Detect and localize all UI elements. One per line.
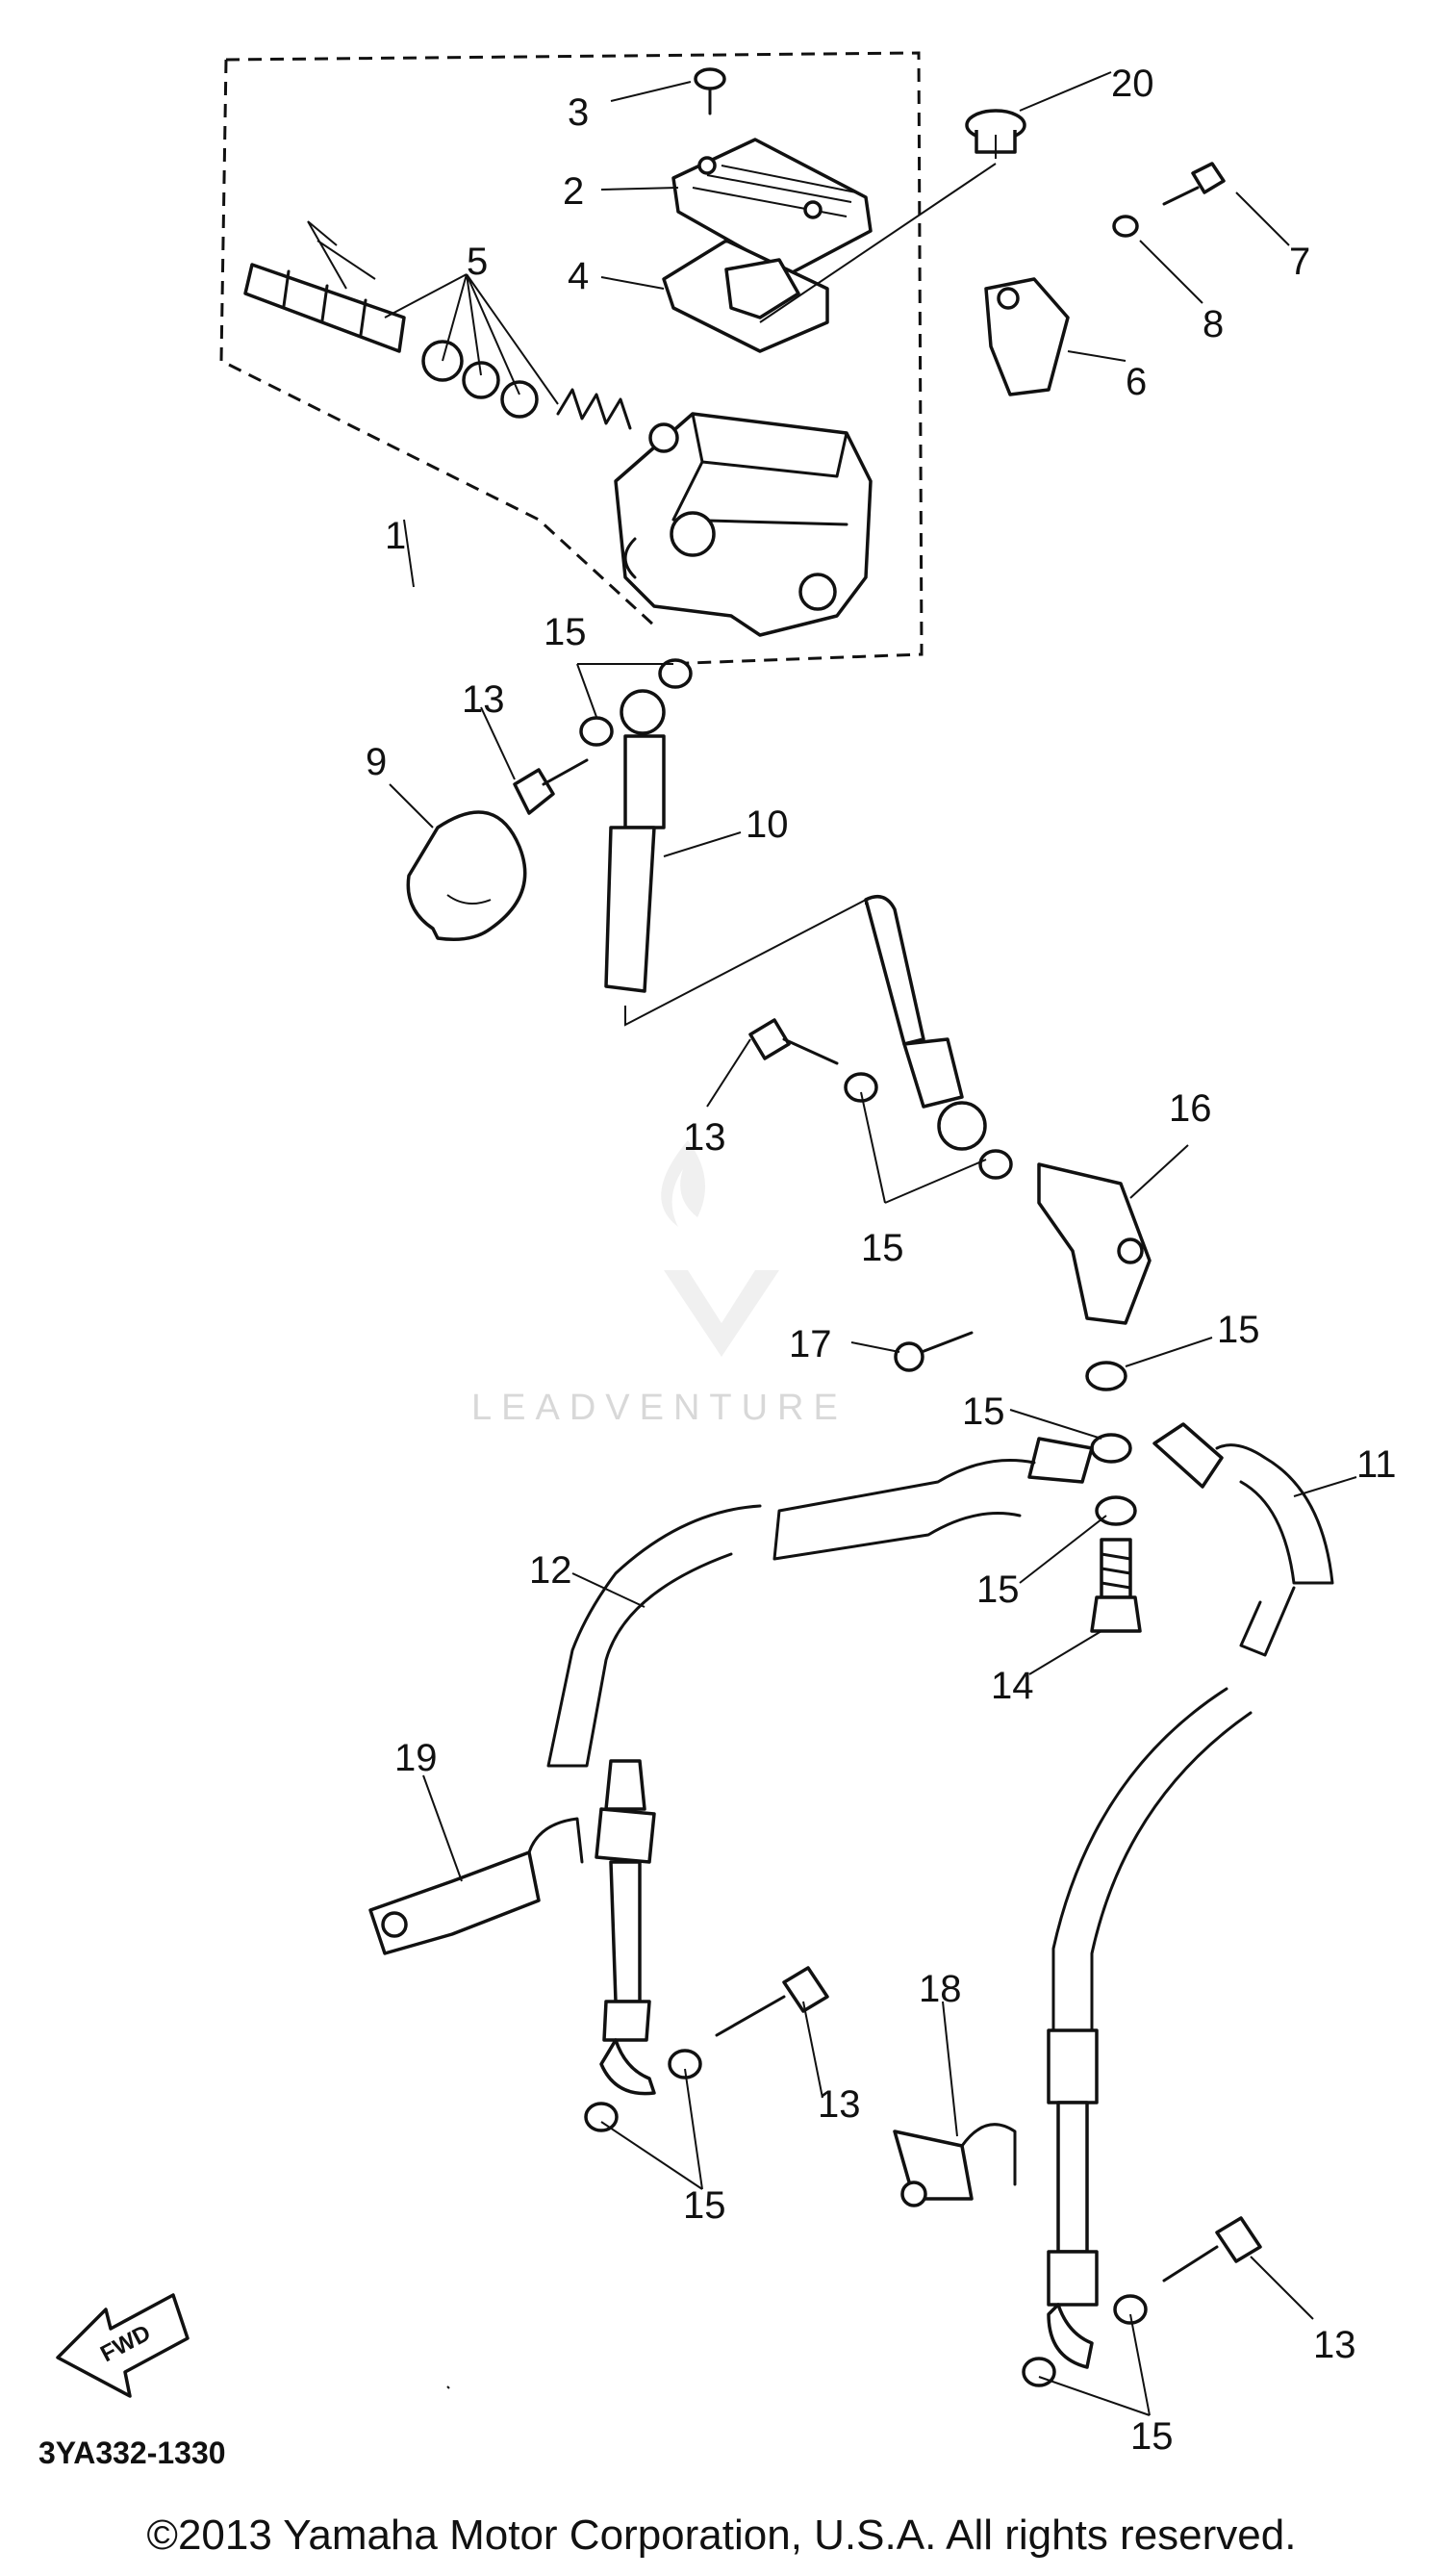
callout-6: 6 bbox=[1126, 361, 1147, 403]
callout-15-f: 15 bbox=[683, 2184, 726, 2227]
callout-14: 14 bbox=[991, 1665, 1034, 1707]
callout-7: 7 bbox=[1289, 241, 1310, 283]
lever-holder bbox=[984, 277, 1070, 396]
diagram-code: 3YA332-1330 bbox=[38, 2436, 226, 2470]
banjo-bolt-mid bbox=[748, 1018, 839, 1065]
callout-18: 18 bbox=[919, 1968, 962, 2010]
union-bolt bbox=[1090, 1538, 1142, 1633]
callout-10: 10 bbox=[746, 803, 789, 846]
master-cylinder-body bbox=[614, 412, 873, 637]
callout-17: 17 bbox=[789, 1323, 832, 1365]
hose-break-line bbox=[624, 898, 867, 1027]
callout-12: 12 bbox=[529, 1549, 572, 1592]
callout-15-c: 15 bbox=[1217, 1309, 1260, 1351]
assembly-outline bbox=[219, 51, 924, 666]
crush-washers bbox=[579, 658, 1148, 2387]
left-brake-hose bbox=[546, 1437, 1094, 2096]
diaphragm bbox=[662, 239, 829, 353]
speck bbox=[446, 2385, 450, 2389]
callout-labels: 1 2 3 4 5 6 7 8 9 10 11 12 13 13 13 13 1… bbox=[366, 63, 1397, 2458]
callout-4: 4 bbox=[568, 255, 589, 297]
holder-bolt bbox=[1162, 162, 1226, 206]
callout-9: 9 bbox=[366, 741, 387, 783]
callout-11: 11 bbox=[1356, 1443, 1397, 1486]
copyright-notice: ©2013 Yamaha Motor Corporation, U.S.A. A… bbox=[146, 2512, 1297, 2559]
callout-3: 3 bbox=[568, 91, 589, 134]
callout-5: 5 bbox=[467, 241, 488, 283]
upper-brake-hose bbox=[604, 689, 987, 1151]
callout-20: 20 bbox=[1111, 63, 1154, 105]
joint-bolt bbox=[894, 1331, 974, 1372]
right-brake-hose bbox=[1047, 1422, 1334, 2369]
callout-13-c: 13 bbox=[818, 2083, 861, 2126]
callout-15-g: 15 bbox=[1130, 2415, 1174, 2458]
callout-13-a: 13 bbox=[462, 678, 505, 721]
watermark-text: LEADVENTURE bbox=[471, 1388, 848, 1428]
callout-15-d: 15 bbox=[962, 1390, 1005, 1433]
callout-13-b: 13 bbox=[683, 1116, 726, 1159]
hose-guide-left bbox=[368, 1817, 584, 1955]
callout-15-e: 15 bbox=[976, 1569, 1020, 1611]
cap-screw bbox=[694, 67, 726, 115]
callout-8: 8 bbox=[1202, 303, 1224, 345]
forward-arrow: FWD bbox=[56, 2293, 190, 2398]
callout-19: 19 bbox=[394, 1737, 438, 1779]
callout-1: 1 bbox=[385, 515, 406, 557]
watermark-logo bbox=[661, 1140, 779, 1357]
callout-16: 16 bbox=[1169, 1087, 1212, 1130]
holder-washer bbox=[1112, 215, 1139, 238]
banjo-bolt-upper bbox=[513, 758, 589, 815]
banjo-bolt-right-caliper bbox=[1162, 2216, 1262, 2283]
banjo-bolt-left-caliper bbox=[715, 1966, 829, 2037]
brake-hose-joint bbox=[1037, 1162, 1152, 1325]
callout-15-a: 15 bbox=[544, 611, 587, 653]
reservoir-cap bbox=[671, 138, 873, 276]
callout-13-d: 13 bbox=[1313, 2324, 1356, 2366]
hose-guide-right bbox=[893, 2123, 1017, 2207]
rubber-boot bbox=[406, 810, 527, 941]
leader-lines bbox=[307, 71, 1357, 2416]
callout-2: 2 bbox=[563, 170, 584, 213]
callout-15-b: 15 bbox=[861, 1227, 904, 1269]
